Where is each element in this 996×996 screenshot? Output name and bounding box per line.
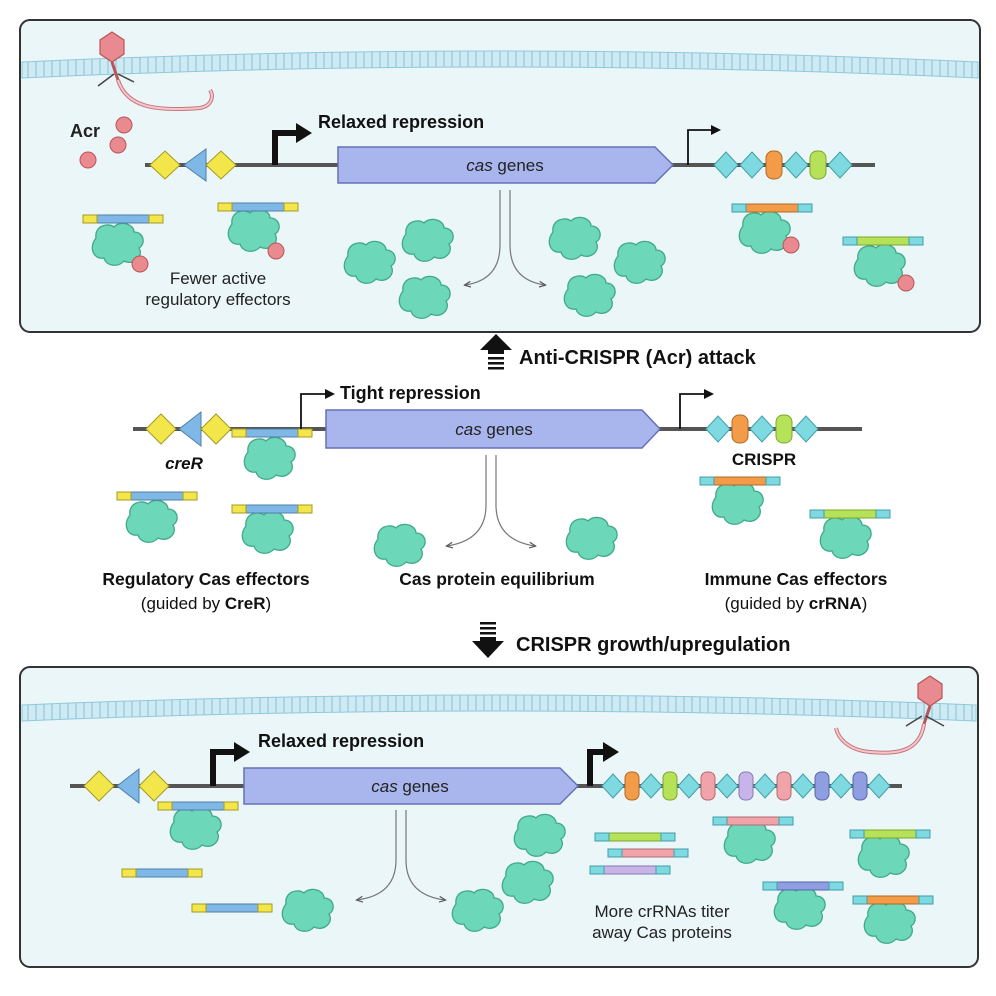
middle-crispr-array — [705, 414, 819, 444]
crer-label: creR — [165, 454, 204, 473]
bottom-immune-effector — [852, 895, 934, 944]
bottom-immune-effector — [849, 829, 931, 878]
regulatory-effector — [231, 504, 313, 554]
middle-bound-regulatory-effector — [231, 428, 313, 480]
bottom-promoter-label: Relaxed repression — [258, 731, 424, 751]
middle-free-cas-proteins — [373, 516, 618, 567]
crispr-growth-arrow — [472, 622, 504, 658]
bottom-bound-regulatory-effector — [157, 801, 239, 850]
top-crer-locus — [149, 148, 237, 182]
bottom-crispr-array — [601, 771, 891, 801]
top-expression-arrows — [465, 190, 545, 285]
middle-promoter-label: Tight repression — [340, 383, 481, 403]
top-panel: Acr Relaxed repression cas genes — [19, 19, 981, 333]
bottom-immune-effector — [762, 881, 844, 930]
bottom-panel: Relaxed repression cas genes — [19, 666, 979, 968]
top-immune-effector — [842, 236, 924, 292]
middle-expression-arrows — [447, 455, 535, 546]
bottom-caption-2: away Cas proteins — [592, 923, 732, 942]
acr-label: Acr — [70, 121, 100, 141]
top-cas-genes — [337, 146, 675, 184]
immune-subtitle: (guided by crRNA) — [725, 594, 868, 613]
middle-crer-locus — [145, 410, 232, 448]
phage-icon — [834, 675, 945, 755]
bottom-membrane — [21, 694, 977, 722]
top-promoter-arrow — [272, 130, 298, 165]
bottom-caption-1: More crRNAs titer — [594, 902, 729, 921]
top-promoter-label: Relaxed repression — [318, 112, 484, 132]
bottom-promoter-arrow — [210, 749, 236, 786]
phage-icon — [97, 31, 214, 112]
immune-effector — [699, 476, 781, 525]
top-effectors-caption-2: regulatory effectors — [145, 290, 290, 309]
acr-proteins — [79, 116, 133, 169]
immune-effector — [809, 509, 891, 559]
free-crrna — [607, 848, 689, 858]
free-crrna — [594, 832, 676, 842]
bottom-crer-locus — [83, 767, 170, 805]
middle-promoter-arrow — [300, 393, 326, 429]
regulatory-title: Regulatory Cas effectors — [102, 569, 309, 589]
bottom-expression-arrows — [357, 810, 445, 900]
bottom-cas-label: cas genes — [371, 777, 449, 796]
bottom-cas-genes — [243, 767, 580, 805]
crispr-label: CRISPR — [732, 450, 796, 469]
equilibrium-title: Cas protein equilibrium — [399, 569, 594, 589]
free-crer-rna — [121, 868, 203, 878]
middle-cas-genes — [325, 409, 662, 449]
top-effectors-caption-1: Fewer active — [170, 269, 266, 288]
top-membrane — [21, 50, 979, 79]
crispr-growth-label: CRISPR growth/upregulation — [516, 634, 790, 656]
free-crer-rna — [191, 903, 273, 913]
free-crrna — [589, 865, 671, 875]
immune-title: Immune Cas effectors — [705, 569, 888, 589]
top-regulatory-effector — [82, 214, 164, 273]
acr-attack-arrow — [480, 334, 512, 370]
top-immune-effector — [731, 203, 813, 254]
regulatory-effector — [116, 491, 198, 543]
bottom-immune-effector — [712, 816, 794, 864]
top-cas-label: cas genes — [466, 156, 544, 175]
middle-section: creR Tight repression cas genes CRISPR — [102, 383, 891, 613]
bottom-panel-frame — [19, 666, 979, 968]
acr-attack-label: Anti-CRISPR (Acr) attack — [519, 347, 757, 369]
middle-cas-label: cas genes — [455, 420, 533, 439]
top-crispr-array — [713, 150, 853, 180]
regulatory-subtitle: (guided by CreR) — [141, 594, 271, 613]
top-regulatory-effector — [217, 202, 299, 260]
